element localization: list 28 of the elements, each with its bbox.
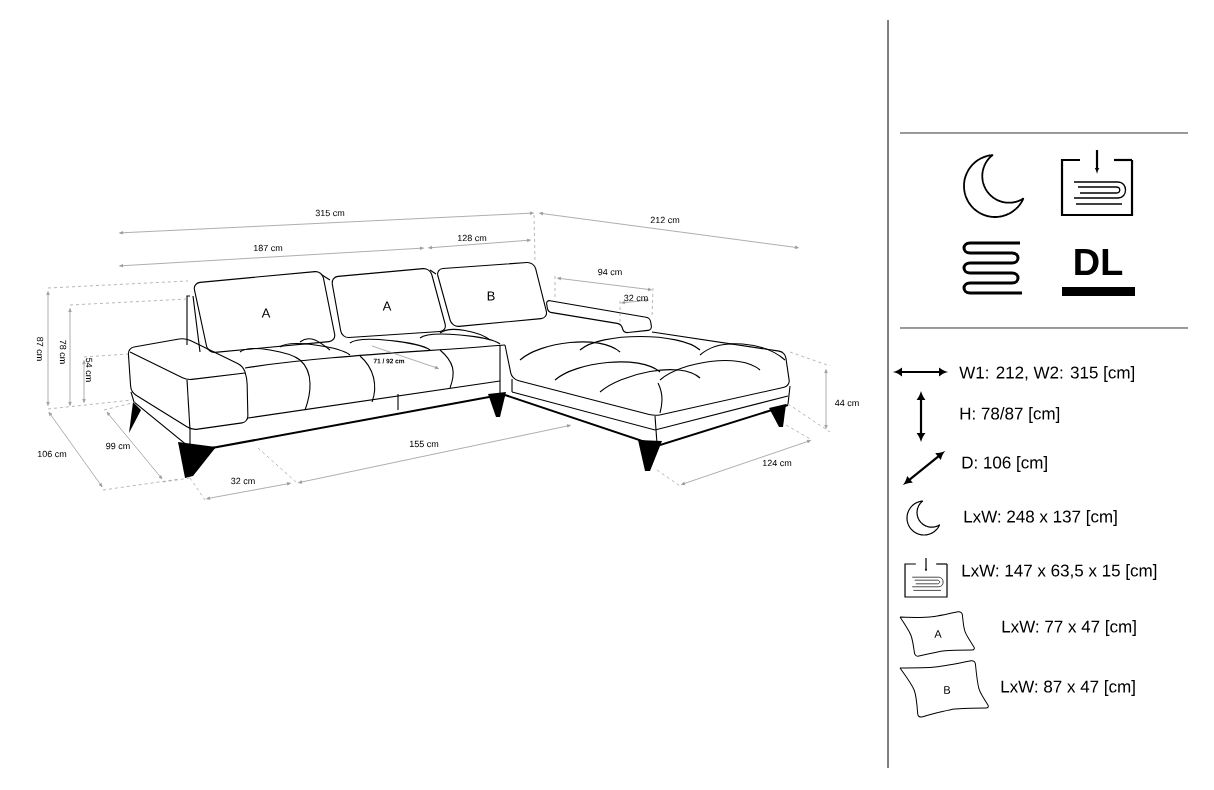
dimension-label: 32 cm <box>624 294 648 302</box>
dimension-label: 124 cm <box>762 459 792 467</box>
spec-text: LxW: 248 x 137 [cm] <box>964 510 1117 526</box>
dimension-label: 212 cm <box>650 216 680 224</box>
dimension-label: 155 cm <box>409 440 439 448</box>
spec-text: LxW: 77 x 47 [cm] <box>1002 620 1136 636</box>
dimension-label: 44 cm <box>834 399 859 407</box>
dl-symbol: DL <box>1075 248 1123 276</box>
dimension-label: 54 cm <box>85 358 93 382</box>
pillow-letter: A <box>934 630 942 638</box>
cushion-letter: A <box>261 308 271 318</box>
dimension-label: 78 cm <box>59 340 67 364</box>
dimension-label: 99 cm <box>106 442 130 450</box>
spec-text: D: 106 [cm] <box>962 456 1047 472</box>
dimension-label: 128 cm <box>457 234 487 242</box>
pillow-letter: B <box>944 686 951 694</box>
spec-text: H: 78/87 [cm] <box>960 407 1060 423</box>
dimension-label: 106 cm <box>37 450 67 458</box>
dimension-label: 315 cm <box>315 209 345 217</box>
dimension-label: 94 cm <box>598 268 622 276</box>
dimension-label: 187 cm <box>253 244 283 252</box>
spec-text: W1: 212, W2: 315 [cm] <box>959 366 1135 382</box>
dimension-label: 87 cm <box>36 337 44 361</box>
spec-text: LxW: 147 x 63,5 x 15 [cm] <box>962 564 1157 580</box>
cushion-letter: A <box>382 301 392 311</box>
cushion-letter: B <box>487 291 495 301</box>
dimension-label: 32 cm <box>231 477 255 485</box>
spec-text: LxW: 87 x 47 [cm] <box>1001 680 1135 696</box>
